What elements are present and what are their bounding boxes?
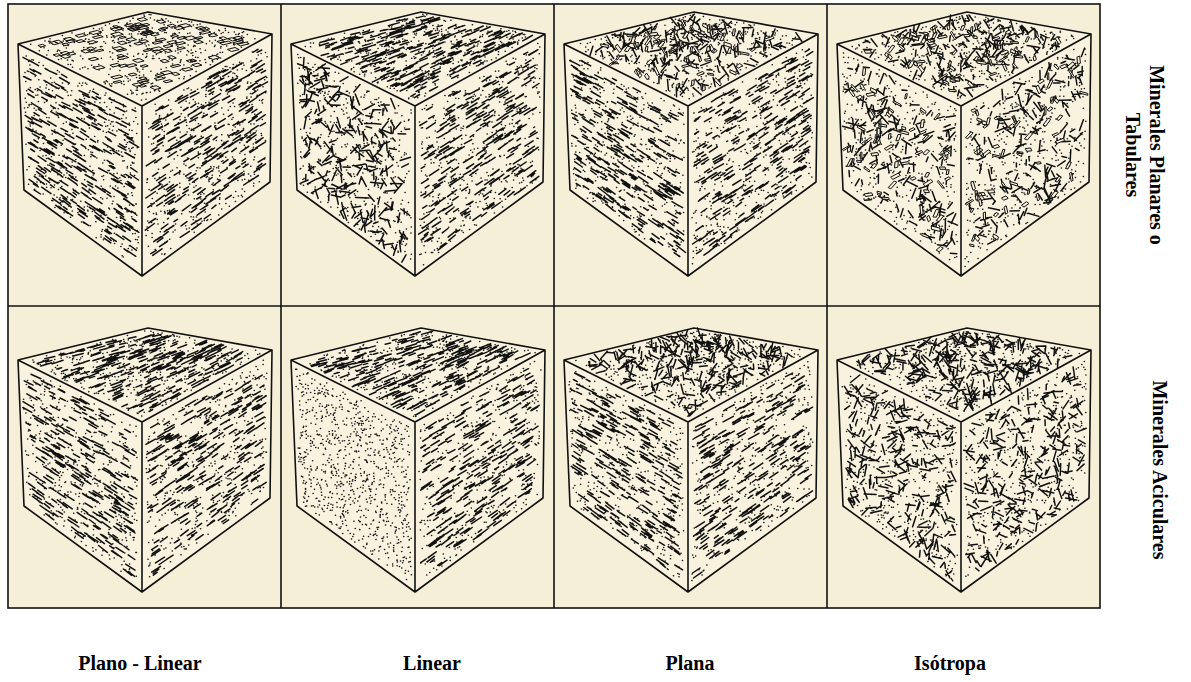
- stipple-dots: [852, 16, 1074, 99]
- mineral-dashes: [693, 373, 813, 578]
- mineral-dashes: [589, 328, 792, 416]
- column-label: Plana: [590, 651, 790, 675]
- mineral-dashes: [693, 49, 814, 255]
- fabric-cube: [837, 12, 1091, 276]
- mineral-plates: [842, 68, 951, 252]
- cube-face: [564, 44, 688, 276]
- cube-face: [564, 360, 688, 592]
- fabric-cube: [564, 12, 818, 276]
- fabric-cube: [18, 328, 272, 592]
- mineral-dashes: [570, 373, 682, 570]
- stipple-dots: [858, 332, 1080, 416]
- mineral-dashes: [311, 331, 530, 415]
- row-label: Minerales Planares o Tabulares: [1121, 50, 1169, 260]
- cube-edges: [291, 12, 545, 276]
- mineral-dashes: [843, 64, 958, 254]
- cube-edges: [18, 12, 272, 276]
- fabric-cube: [291, 12, 545, 276]
- column-label: Linear: [332, 651, 532, 675]
- cube-face: [291, 360, 415, 592]
- stipple-dots: [419, 362, 541, 575]
- mineral-dashes: [857, 332, 1072, 411]
- mineral-dashes: [419, 50, 539, 250]
- stipple-dots: [843, 53, 958, 260]
- mineral-dashes: [320, 16, 533, 98]
- grid-lines: [8, 4, 1100, 608]
- cube-face: [18, 360, 142, 592]
- stipple-dots: [692, 49, 812, 264]
- cube-edges: [837, 12, 1091, 276]
- cube-edges: [837, 328, 1091, 592]
- mineral-dashes: [145, 49, 267, 255]
- stipple-dots: [33, 331, 260, 416]
- cube-edges: [18, 328, 272, 592]
- cube-face: [18, 44, 142, 276]
- mineral-dashes: [421, 369, 540, 566]
- mineral-dashes: [964, 367, 1087, 571]
- mineral-dashes: [37, 335, 243, 413]
- stipple-dots: [146, 50, 267, 255]
- cube-edges: [564, 328, 818, 592]
- column-label: Isótropa: [850, 651, 1050, 675]
- column-label: Plano - Linear: [20, 651, 260, 675]
- stipple-dots: [965, 49, 1086, 267]
- panel-ground: [8, 4, 1100, 608]
- cube-edges: [564, 12, 818, 276]
- fabric-cube: [837, 328, 1091, 592]
- mineral-plates: [601, 19, 775, 91]
- grid-line: [8, 305, 1100, 307]
- mineral-dashes: [570, 61, 686, 257]
- fabric-cube: [564, 328, 818, 592]
- cube-edges: [291, 328, 545, 592]
- mineral-dashes: [23, 57, 139, 256]
- fabric-cube: [291, 328, 545, 592]
- mineral-plates: [965, 56, 1088, 247]
- stipple-dots: [569, 372, 684, 577]
- fabric-cube: [18, 12, 272, 276]
- stipple-dots: [419, 43, 540, 264]
- mineral-plates: [38, 18, 249, 90]
- row-label: Minerales Aciculares: [1148, 320, 1172, 620]
- stipple-dots: [692, 362, 813, 581]
- cube-face: [837, 360, 961, 592]
- grid-border: [8, 4, 1100, 608]
